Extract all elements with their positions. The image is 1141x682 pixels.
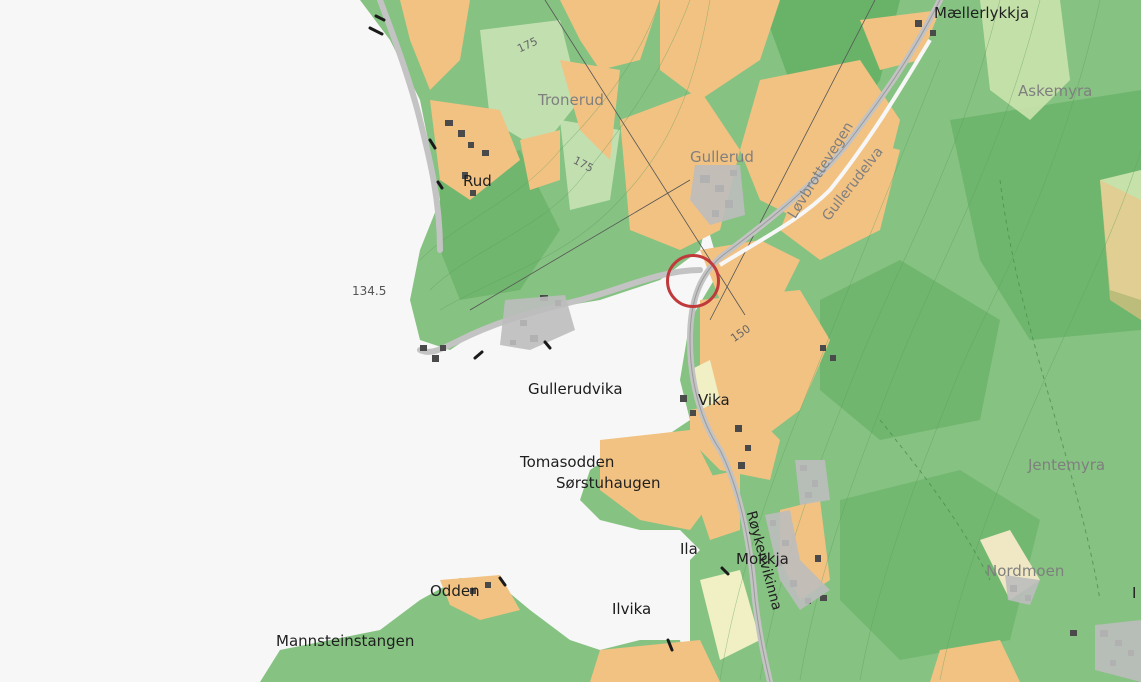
farmland-13 (690, 400, 780, 480)
farmland-17 (440, 575, 520, 620)
place-label-gullerudvika: Gullerudvika (528, 380, 623, 398)
farmland-6 (520, 130, 560, 190)
place-label-sorstuhaugen: Sørstuhaugen (556, 474, 661, 492)
farmland-2 (560, 0, 660, 70)
place-label-mokkja: Mokkja (736, 550, 789, 568)
dashed-trails (879, 179, 1101, 601)
open-land-2 (480, 20, 580, 150)
farmland-3 (560, 60, 620, 160)
field-pale-1 (700, 570, 760, 660)
place-label-mannsteinstangen: Mannsteinstangen (276, 632, 415, 650)
elevation-label: 134.5 (352, 284, 387, 298)
edge-label: I (1132, 584, 1137, 602)
place-label-ila: Ila (680, 540, 698, 558)
location-circle-icon[interactable] (666, 254, 720, 308)
place-label-vika: Vika (698, 391, 730, 409)
farmland-10 (780, 130, 900, 260)
shore-marks (368, 14, 730, 652)
place-label-askemyra: Askemyra (1018, 82, 1093, 100)
place-label-maellerlykkja: Mællerlykkja (934, 4, 1030, 22)
contour-lines (419, 0, 1141, 681)
place-label-tronerud: Tronerud (538, 91, 604, 109)
forest-land-southwest (260, 578, 690, 682)
place-label-nordmoen: Nordmoen (986, 562, 1065, 580)
farmland-19 (930, 640, 1020, 682)
farmland-15 (690, 470, 740, 540)
place-label-tomasodden: Tomasodden (520, 453, 615, 471)
farmland-20 (1100, 180, 1141, 320)
farmland-1 (400, 0, 470, 90)
open-land-1 (980, 0, 1070, 120)
place-label-rud: Rud (463, 172, 492, 190)
farmland-18 (590, 640, 720, 682)
farmland-14 (600, 430, 720, 530)
place-label-gullerud: Gullerud (690, 148, 754, 166)
river-gullerudelva (718, 38, 932, 267)
road-outlines (689, 0, 941, 682)
place-label-odden: Odden (430, 582, 480, 600)
place-label-ilvika: Ilvika (612, 600, 652, 618)
forest-dark-4 (840, 470, 1040, 660)
forest-dark-2 (950, 90, 1141, 340)
place-label-jentemyra: Jentemyra (1028, 456, 1106, 474)
building-areas (500, 165, 1141, 682)
farmland-4 (660, 0, 780, 100)
forest-dark-3 (820, 260, 1000, 440)
